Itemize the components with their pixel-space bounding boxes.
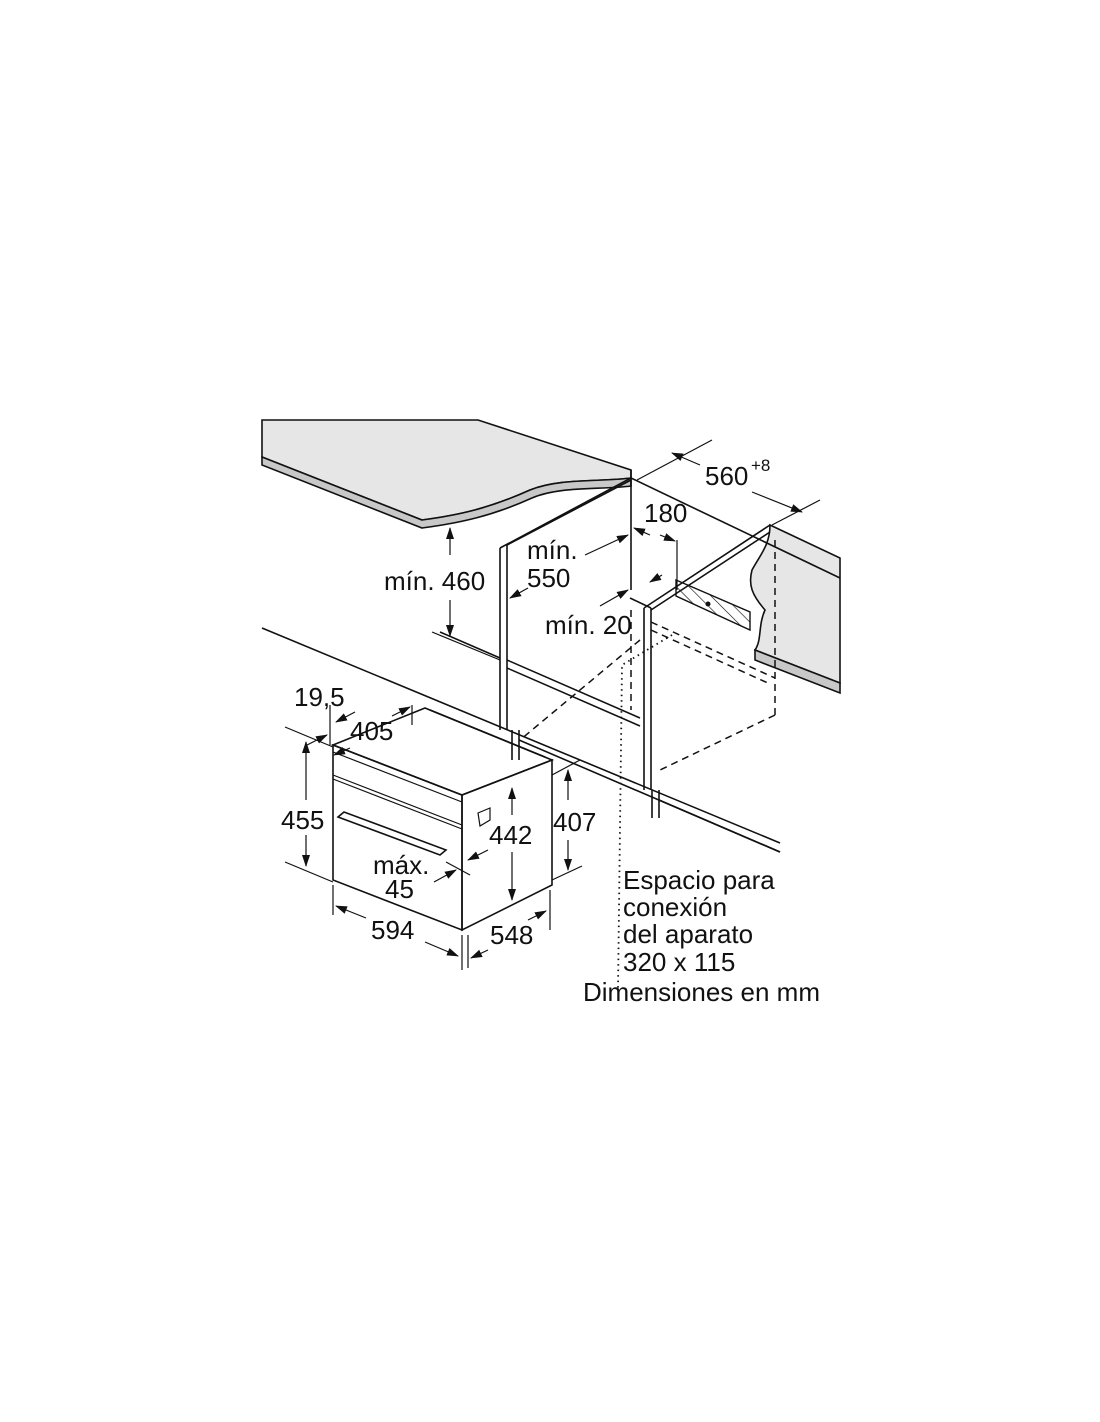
floor-line: [261, 627, 781, 844]
dim-560-tolerance: +8: [751, 456, 770, 475]
dim-550-label-top: mín.: [527, 535, 578, 565]
dim-19-5-label: 19,5: [294, 682, 345, 712]
cabinet-side-panel-left: [499, 477, 632, 760]
countertop-left: [261, 419, 632, 529]
wall-top-line: [630, 477, 841, 579]
note-line-4: 320 x 115: [623, 947, 735, 977]
dim-594-label: 594: [371, 915, 414, 945]
countertop-right: [749, 523, 841, 695]
floor-line: [658, 799, 781, 853]
dim-442-label: 442: [489, 820, 532, 850]
dim-548-label: 548: [490, 920, 533, 950]
niche-outline-dashed: [519, 540, 776, 771]
floor-line: [439, 631, 501, 659]
shelf-line: [506, 659, 641, 719]
dim-180-label: 180: [644, 498, 687, 528]
oven-handle: [336, 811, 448, 856]
dim-405-label: 405: [350, 716, 393, 746]
note-line-3: del aparato: [623, 919, 753, 949]
shelf-line: [506, 667, 641, 727]
dim-455-label: 455: [281, 805, 324, 835]
connection-point-icon: [705, 601, 711, 607]
oven-appliance: [330, 707, 555, 932]
dim-560-label: 560: [705, 461, 748, 491]
dim-407-label: 407: [553, 807, 596, 837]
dim-max45-label-top: máx.: [373, 850, 429, 880]
cabinet-side-panel-right: [629, 524, 771, 818]
note-line-1: Espacio para: [623, 865, 775, 895]
dim-460-label: mín. 460: [384, 566, 485, 596]
dim-min20-label: mín. 20: [545, 610, 632, 640]
note-line-2: conexión: [623, 892, 727, 922]
dimension-lines: [284, 439, 821, 970]
connection-area-hatch: [675, 578, 751, 632]
dim-550-label-bottom: 550: [527, 563, 570, 593]
dim-max45-label-bottom: 45: [385, 874, 414, 904]
units-note: Dimensiones en mm: [583, 977, 820, 1007]
